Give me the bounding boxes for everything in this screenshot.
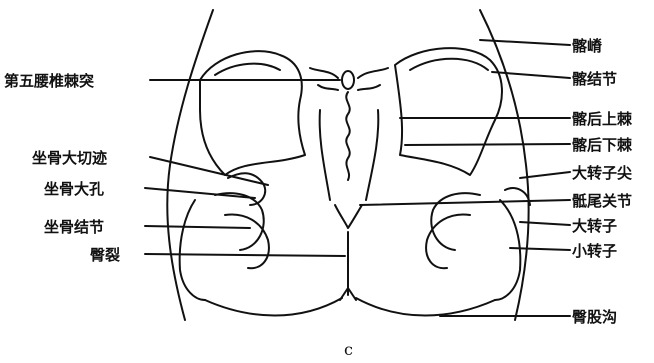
l5-vertebra (342, 71, 354, 89)
sacral-crest (346, 92, 349, 180)
label-greater-trochanter: 大转子 (572, 217, 617, 235)
label-iliac-tubercle: 髂结节 (572, 70, 617, 88)
label-piis: 髂后下棘 (572, 136, 632, 154)
label-psis: 髂后上棘 (572, 110, 632, 128)
label-gluteal-fold: 臀股沟 (572, 308, 617, 326)
label-sciatic-notch: 坐骨大切迹 (32, 149, 107, 167)
label-ischial-tuberosity: 坐骨结节 (44, 218, 104, 236)
figure-caption: c (344, 340, 353, 359)
left-femur-head (180, 200, 205, 300)
sacrum-right-edge (366, 110, 378, 200)
body-outline-left (167, 10, 213, 320)
left-ilium-inner (215, 64, 280, 75)
gluteal-fold-right (356, 298, 495, 316)
right-ilium (395, 48, 502, 175)
sacrum-left-edge (320, 110, 330, 200)
left-ilium (200, 51, 305, 175)
lumbar-right (358, 68, 388, 90)
label-iliac-crest: 髂嵴 (572, 37, 602, 55)
label-greater-trochanter-tip: 大转子尖 (572, 164, 632, 182)
gluteal-fold (205, 298, 342, 316)
label-lesser-trochanter: 小转子 (572, 242, 617, 260)
label-sacrococcygeal-joint: 骶尾关节 (572, 192, 632, 210)
right-greater-trochanter (505, 188, 530, 205)
right-ischium (426, 214, 470, 268)
body-outline-right (480, 10, 529, 320)
right-ilium-inner (410, 59, 488, 70)
label-gluteal-cleft: 臀裂 (90, 246, 120, 264)
left-sciatic-notch (228, 173, 265, 205)
left-ischium (225, 214, 269, 268)
coccyx (335, 205, 362, 228)
label-l5-spinous: 第五腰椎棘突 (4, 72, 94, 90)
label-sciatic-foramen: 坐骨大孔 (44, 180, 104, 198)
right-femur-head (495, 200, 520, 300)
left-acetabulum (215, 193, 264, 250)
